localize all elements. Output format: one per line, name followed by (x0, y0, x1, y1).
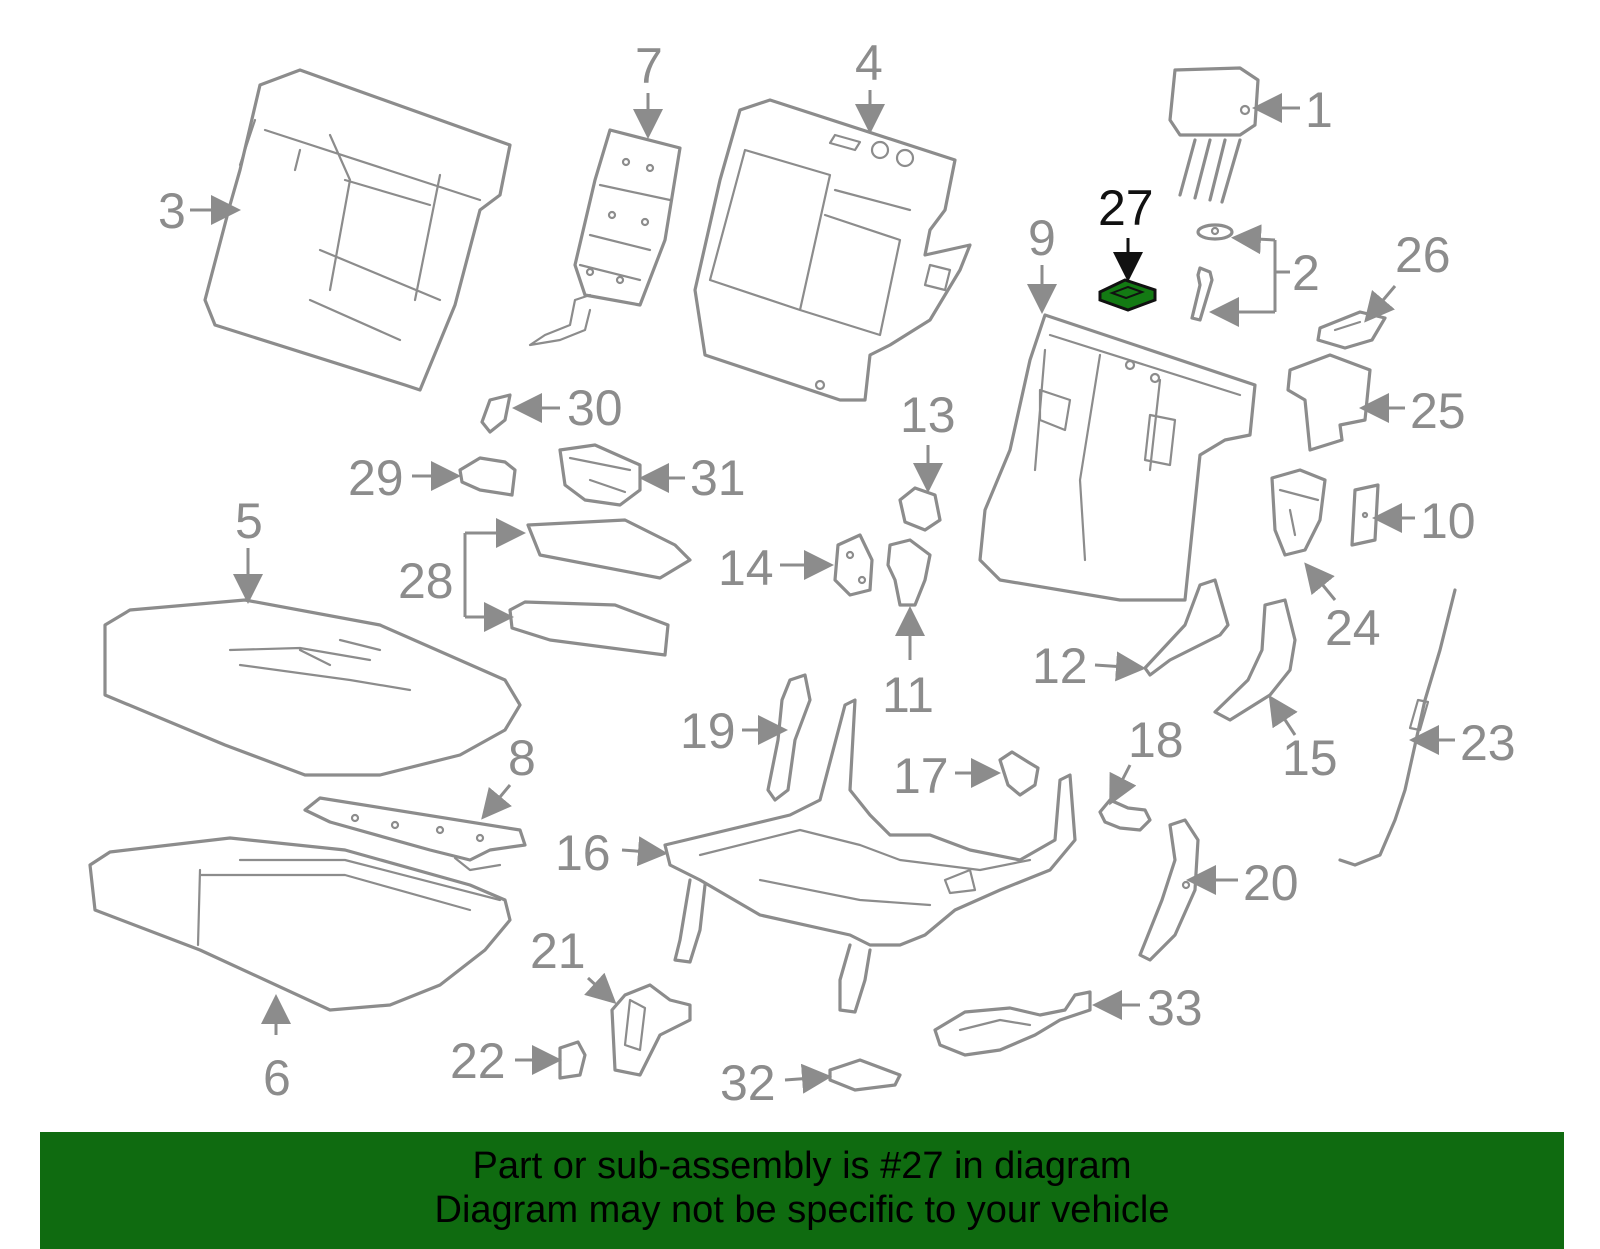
callout-11: 11 (882, 667, 934, 723)
part-27-highlighted (1098, 278, 1157, 312)
callout-26: 26 (1395, 227, 1451, 283)
callout-32: 32 (720, 1055, 776, 1111)
part-7-seat-back-panel (528, 128, 682, 347)
leader-16 (621, 836, 668, 867)
callout-25: 25 (1410, 383, 1466, 439)
part-21 (610, 983, 692, 1077)
part-6-seat-cushion-bottom (88, 836, 512, 1012)
callout-27: 27 (1098, 180, 1154, 236)
part-26 (1316, 310, 1387, 350)
part-15 (1213, 598, 1297, 722)
part-10 (1350, 483, 1380, 547)
part-13 (898, 486, 942, 532)
part-16-seat-frame (663, 698, 1077, 1014)
leader-15 (1268, 694, 1298, 736)
callout-3: 3 (158, 183, 186, 239)
callout-23: 23 (1460, 715, 1516, 771)
part-8 (303, 796, 527, 872)
part-29 (458, 456, 517, 497)
leader-26 (1364, 285, 1397, 323)
callout-9: 9 (1028, 210, 1056, 266)
part-1-headrest (1168, 66, 1260, 204)
callout-17: 17 (893, 748, 949, 804)
callout-2: 2 (1292, 245, 1320, 301)
part-18 (1098, 798, 1152, 832)
callout-19: 19 (680, 703, 736, 759)
callout-6: 6 (263, 1050, 291, 1106)
callout-31: 31 (690, 450, 746, 506)
banner-line-1: Part or sub-assembly is #27 in diagram (472, 1145, 1132, 1187)
callout-13: 13 (900, 387, 956, 443)
callout-labels: 1 2 3 4 5 6 7 8 9 10 11 12 13 14 15 16 1… (158, 35, 1516, 1111)
part-9-seat-back-frame (978, 313, 1257, 602)
callout-24: 24 (1325, 600, 1381, 656)
callout-30: 30 (567, 380, 623, 436)
part-22 (558, 1040, 587, 1080)
leader-32 (784, 1063, 832, 1094)
callout-7: 7 (635, 38, 663, 94)
callout-20: 20 (1243, 855, 1299, 911)
part-17 (998, 750, 1040, 797)
leader-21 (584, 972, 617, 1005)
callout-12: 12 (1032, 638, 1088, 694)
callout-4: 4 (855, 35, 883, 91)
part-3-seat-back-cushion (203, 68, 512, 392)
part-19 (766, 673, 812, 802)
callout-33: 33 (1147, 980, 1203, 1036)
part-24 (1270, 468, 1327, 557)
callout-1: 1 (1305, 82, 1333, 138)
callout-22: 22 (450, 1033, 506, 1089)
part-2-guides (1190, 223, 1234, 322)
part-14 (833, 533, 874, 597)
part-20 (1138, 818, 1200, 962)
part-31 (558, 443, 642, 507)
callout-18: 18 (1128, 712, 1184, 768)
banner-line-2: Diagram may not be specific to your vehi… (434, 1189, 1170, 1231)
callout-8: 8 (508, 730, 536, 786)
part-32 (828, 1058, 902, 1092)
callout-14: 14 (718, 540, 774, 596)
leader-lines (190, 90, 1455, 1094)
part-12 (1143, 578, 1230, 677)
part-11 (886, 538, 932, 607)
leader-2a (1231, 224, 1276, 255)
callout-28: 28 (398, 553, 454, 609)
info-banner: Part or sub-assembly is #27 in diagram D… (40, 1132, 1564, 1249)
part-28-pads (508, 518, 692, 657)
leader-12 (1094, 651, 1146, 682)
part-25 (1286, 353, 1372, 452)
callout-10: 10 (1420, 493, 1476, 549)
callout-16: 16 (555, 825, 611, 881)
callout-5: 5 (235, 493, 263, 549)
leader-24 (1304, 562, 1337, 601)
leader-18 (1109, 764, 1137, 806)
part-4-seat-back-frame (693, 98, 972, 402)
leader-8 (481, 784, 512, 820)
part-5-seat-cushion (103, 598, 522, 777)
part-30 (480, 393, 512, 434)
part-33 (933, 990, 1092, 1057)
callout-29: 29 (348, 450, 404, 506)
callout-21: 21 (530, 923, 586, 979)
callout-15: 15 (1282, 730, 1338, 786)
